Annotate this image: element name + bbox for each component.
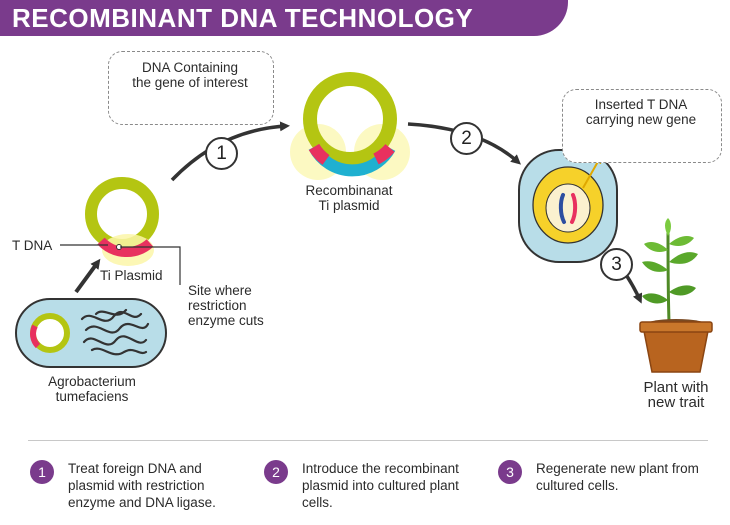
plant-cell: [518, 149, 618, 263]
recombinant-label: Recombinanat Ti plasmid: [305, 183, 393, 213]
site-label: Site where restriction enzyme cuts: [188, 283, 264, 328]
step-3-badge: 3: [600, 248, 633, 281]
page-title: RECOMBINANT DNA TECHNOLOGY: [12, 3, 474, 33]
ti-plasmid: [85, 177, 159, 266]
inserted-dna-callout: [562, 89, 722, 163]
step-2-badge: 2: [450, 122, 483, 155]
plant-illustration: [639, 218, 713, 373]
agrobacterium-cell: [15, 298, 167, 368]
title-banner: RECOMBINANT DNA TECHNOLOGY: [0, 0, 568, 36]
insertion-arrow: [582, 155, 602, 189]
bacterial-chromosome: [80, 308, 150, 356]
divider: [28, 440, 708, 441]
legend-number-2: 2: [264, 460, 288, 484]
legend-number-3: 3: [498, 460, 522, 484]
legend-text-2: Introduce the recombinant plasmid into c…: [302, 461, 459, 510]
legend-text-3: Regenerate new plant from cultured cells…: [536, 461, 699, 493]
ti-plasmid-label: Ti Plasmid: [100, 268, 163, 283]
legend-text-1: Treat foreign DNA and plasmid with restr…: [68, 461, 216, 510]
agrobacterium-label: Agrobacterium tumefaciens: [48, 374, 136, 404]
arrow-up: [74, 258, 101, 294]
step-1-badge: 1: [205, 137, 238, 170]
foreign-dna-callout: [108, 51, 274, 125]
legend-number-1: 1: [30, 460, 54, 484]
recombinant-ring: [303, 72, 397, 166]
plant-label: Plant with new trait: [643, 379, 709, 411]
t-dna-label: T DNA: [12, 238, 53, 253]
dna-gene-label: DNA Containing the gene of interest: [132, 60, 248, 90]
recombinant-plasmid: [290, 72, 410, 180]
cut-site-pointer: [120, 246, 181, 285]
inserted-label: Inserted T DNA carrying new gene: [585, 97, 697, 127]
